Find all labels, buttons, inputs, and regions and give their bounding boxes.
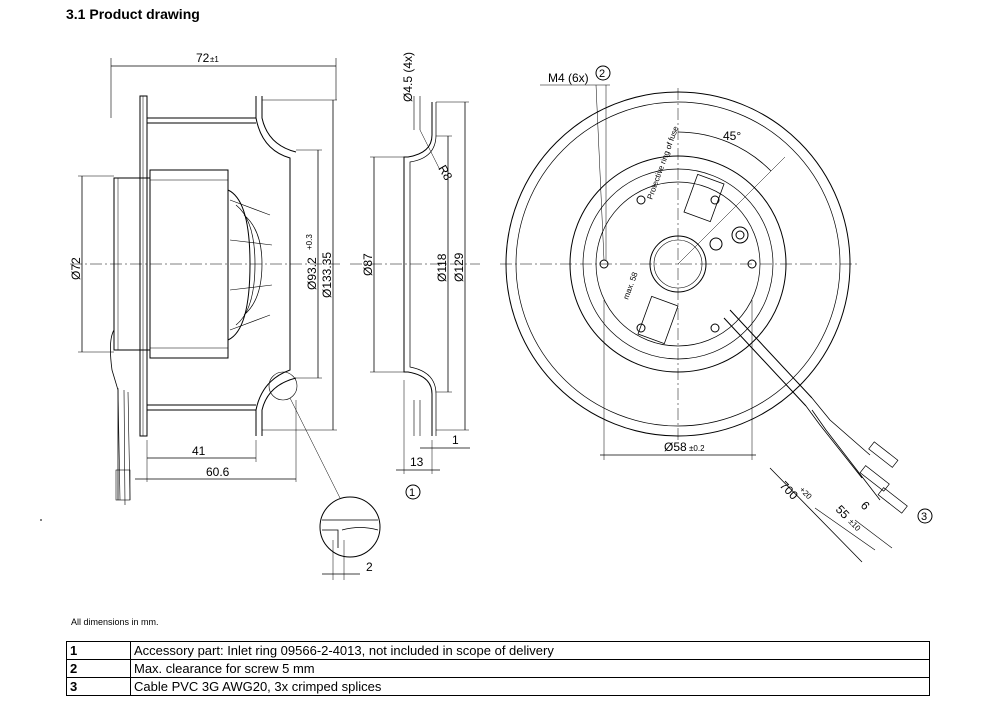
fan-front-view (500, 84, 908, 563)
inlet-ring-section (350, 96, 480, 474)
dim-d4-5: Ø4.5 (4x) (401, 52, 415, 102)
callout-circle-3 (917, 508, 933, 524)
dim-d58-tol: ±0.2 (689, 444, 705, 453)
legend-row: 2 Max. clearance for screw 5 mm (66, 659, 930, 678)
legend-text: Max. clearance for screw 5 mm (130, 659, 930, 678)
dim-72: 72 (196, 51, 210, 65)
callout-1: 1 (409, 487, 415, 499)
dimensions-note: All dimensions in mm. (71, 617, 159, 627)
dim-r8: R8 (435, 163, 455, 184)
dim-d118: Ø118 (435, 253, 449, 282)
dim-72-tol: ±1 (210, 55, 219, 64)
rotor-label: Protective ring of fuse (645, 124, 680, 200)
dim-41: 41 (192, 444, 206, 458)
fan-side-view (40, 58, 381, 580)
dim-13: 13 (410, 455, 424, 469)
callout-circle-1 (405, 484, 421, 500)
dim-55: 55 (833, 502, 853, 522)
dim-d72: Ø72 (69, 257, 83, 280)
dim-d133: Ø133.35 (320, 252, 334, 298)
legend-row: 3 Cable PVC 3G AWG20, 3x crimped splices (66, 677, 930, 696)
dim-d87: Ø87 (361, 253, 375, 276)
section-heading: 3.1 Product drawing (66, 6, 200, 22)
legend-text: Accessory part: Inlet ring 09566-2-4013,… (130, 641, 930, 660)
dim-d58: Ø58 (664, 440, 687, 454)
legend-num: 3 (66, 677, 131, 696)
legend-row: 1 Accessory part: Inlet ring 09566-2-401… (66, 641, 930, 660)
legend-text: Cable PVC 3G AWG20, 3x crimped splices (130, 677, 930, 696)
callout-circle-2 (595, 65, 611, 81)
legend-num: 2 (66, 659, 131, 678)
dim-6: 6 (858, 498, 873, 513)
dim-1: 1 (452, 433, 459, 447)
dim-m4: M4 (6x) (548, 71, 589, 85)
dim-45-deg: 45° (723, 129, 741, 143)
dim-d93: Ø93.2 (305, 257, 319, 290)
legend-num: 1 (66, 641, 131, 660)
legend-table: 1 Accessory part: Inlet ring 09566-2-401… (66, 641, 930, 696)
dim-60-6: 60.6 (206, 465, 230, 479)
caution-label: max. 58 (621, 270, 639, 300)
callout-3: 3 (921, 511, 927, 523)
dim-2: 2 (366, 560, 373, 574)
callout-2: 2 (599, 68, 605, 80)
dim-d129: Ø129 (452, 252, 466, 282)
dim-d93-tol: +0.3 (305, 234, 314, 250)
dim-55-tol: ±10 (847, 517, 863, 533)
